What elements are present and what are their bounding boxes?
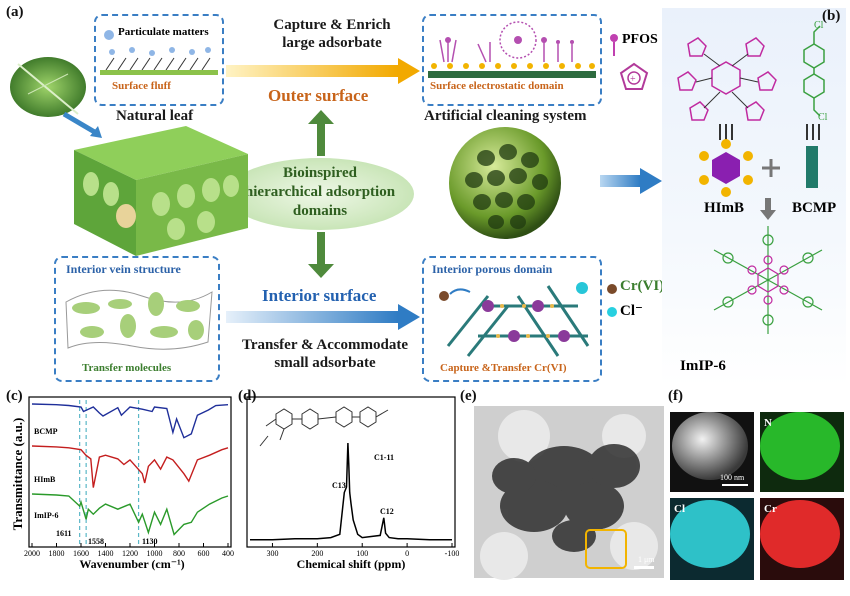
panel-c-label: (c) xyxy=(6,388,23,404)
outer-surface-title: Outer surface xyxy=(268,86,369,105)
up-arrow xyxy=(308,110,334,156)
panel-f-label: (f) xyxy=(668,388,683,404)
nmr-tick-label: -100 xyxy=(445,549,460,558)
panel-e-label: (e) xyxy=(460,388,477,404)
to-panel-b-arrow xyxy=(600,168,662,194)
ftir-series-himb: HImB xyxy=(34,475,56,484)
down-arrow xyxy=(308,232,334,278)
imip6-label: ImIP-6 xyxy=(680,358,726,374)
ftir-line-imip6 xyxy=(31,493,229,536)
eds-n-label: N xyxy=(764,417,772,429)
nmr-xlabel: Chemical shift (ppm) xyxy=(297,557,406,571)
ftir-ann-1130: 1130 xyxy=(142,537,158,546)
panel-a-label: (a) xyxy=(6,4,24,20)
panel-b-scheme: Cl Cl xyxy=(677,20,828,334)
panel-b-background xyxy=(662,8,846,386)
leaf-image xyxy=(10,57,86,117)
vein-graphic xyxy=(65,289,213,350)
ftir-tick-label: 1000 xyxy=(147,549,163,558)
capture-enrich-text: Capture & Enrich large adsorbate xyxy=(252,16,412,52)
electrostatic-label: Surface electrostatic domain xyxy=(430,80,564,92)
leaf-arrow xyxy=(62,111,102,138)
tem-image: 1 μm xyxy=(474,406,664,580)
interior-arrow xyxy=(226,304,420,330)
ftir-tick-label: 1600 xyxy=(73,549,89,558)
electrostatic-graphic xyxy=(428,21,596,78)
transfer-molecules-label: Transfer molecules xyxy=(82,362,172,374)
particle-legend-dot xyxy=(104,30,114,40)
transfer-text: Transfer & Accommodate small adsorbate xyxy=(230,336,420,372)
porous-network-graphic xyxy=(439,282,590,357)
porous-sphere xyxy=(449,127,561,239)
particulate-matters-label: Particulate matters xyxy=(118,26,209,38)
cr-legend-dot xyxy=(607,284,617,294)
cl-label: Cl⁻ xyxy=(620,303,643,319)
himb-label: HImB xyxy=(704,200,745,216)
ftir-tick-label: 1800 xyxy=(49,549,65,558)
bioinspired-ellipse: Bioinspired hierarchical adsorption doma… xyxy=(226,158,414,230)
surface-fluff-label: Surface fluff xyxy=(112,80,171,92)
panel-b-label: (b) xyxy=(822,8,841,24)
pfos-icon xyxy=(610,34,618,56)
interior-vein-box xyxy=(54,256,220,382)
bioinspired-line2: hierarchical adsorption xyxy=(244,184,396,200)
eds-cr-label: Cr xyxy=(764,503,777,515)
eds-scale-bar: 100 nm xyxy=(720,473,745,482)
ftir-tick-label: 600 xyxy=(198,549,210,558)
capture-enrich-line2: large adsorbate xyxy=(282,35,382,51)
tem-scale-bar: 1 μm xyxy=(638,555,655,564)
nmr-tick-label: 300 xyxy=(266,549,278,558)
cl-legend-dot xyxy=(607,307,617,317)
nmr-tick-label: 200 xyxy=(311,549,323,558)
ftir-ann-1558: 1558 xyxy=(88,537,104,546)
nmr-tick-label: 100 xyxy=(356,549,368,558)
ftir-line-bcmp xyxy=(31,403,229,439)
nmr-ann-c13: C13 xyxy=(332,481,346,490)
transfer-line1: Transfer & Accommodate xyxy=(241,337,409,353)
bcmp-cl-bottom: Cl xyxy=(818,112,828,123)
nmr-ann-c111: C1-11 xyxy=(374,453,394,462)
bcmp-cl-top: Cl xyxy=(814,20,824,31)
artificial-system-title: Artificial cleaning system xyxy=(424,108,587,124)
ftir-tick-label: 400 xyxy=(222,549,234,558)
interior-porous-box xyxy=(422,256,602,382)
interior-porous-title: Interior porous domain xyxy=(432,262,553,276)
nmr-spectrum-line xyxy=(250,442,452,541)
panel-d-label: (d) xyxy=(238,388,257,404)
ftir-tick-label: 800 xyxy=(173,549,185,558)
ftir-series-bcmp: BCMP xyxy=(34,427,58,436)
surface-fluff-box xyxy=(94,14,224,106)
ftir-line-himb xyxy=(31,445,229,488)
nmr-structure-sketch xyxy=(259,406,389,447)
transfer-line2: small adsorbate xyxy=(274,355,376,371)
surface-fluff-graphic xyxy=(100,47,218,75)
bcmp-label: BCMP xyxy=(792,200,837,216)
svg-text:+: + xyxy=(630,74,636,85)
leaf-cross-section xyxy=(74,126,248,256)
cr-vi-label: Cr(VI) xyxy=(620,278,665,294)
ftir-tick-label: 1400 xyxy=(98,549,114,558)
ftir-tick-label: 1200 xyxy=(122,549,138,558)
capture-enrich-line1: Capture & Enrich xyxy=(273,17,391,33)
nmr-chart: 300 200 100 0 -100 C1-11 C13 C12 Chemical sh… xyxy=(246,396,460,571)
nmr-tick-label: 0 xyxy=(405,549,409,558)
bioinspired-line3: domains xyxy=(292,203,348,219)
pfos-label: PFOS xyxy=(622,32,658,47)
interior-vein-title: Interior vein structure xyxy=(66,262,181,276)
eds-maps: 100 nm N Cl Cr xyxy=(670,412,844,580)
natural-leaf-title: Natural leaf xyxy=(116,108,194,124)
nmr-ann-c12: C12 xyxy=(380,507,394,516)
ftir-ann-1611: 1611 xyxy=(56,529,72,538)
outer-arrow xyxy=(226,58,420,84)
ftir-tick-label: 2000 xyxy=(24,549,40,558)
capture-transfer-label: Capture &Transfer Cr(VI) xyxy=(440,362,567,374)
bioinspired-line1: Bioinspired xyxy=(283,165,357,181)
ftir-series-imip6: ImIP-6 xyxy=(34,511,58,520)
ftir-xlabel: Wavenumber (cm⁻¹) xyxy=(79,557,184,571)
interior-surface-title: Interior surface xyxy=(262,286,377,305)
eds-cl-label: Cl xyxy=(674,503,685,515)
imidazolium-icon: + xyxy=(619,62,649,90)
ftir-chart: 2000 1800 1600 1400 1200 1000 800 600 400 BCMP H… xyxy=(24,396,234,571)
ftir-ylabel: Transmittance (a.u.) xyxy=(10,417,25,531)
